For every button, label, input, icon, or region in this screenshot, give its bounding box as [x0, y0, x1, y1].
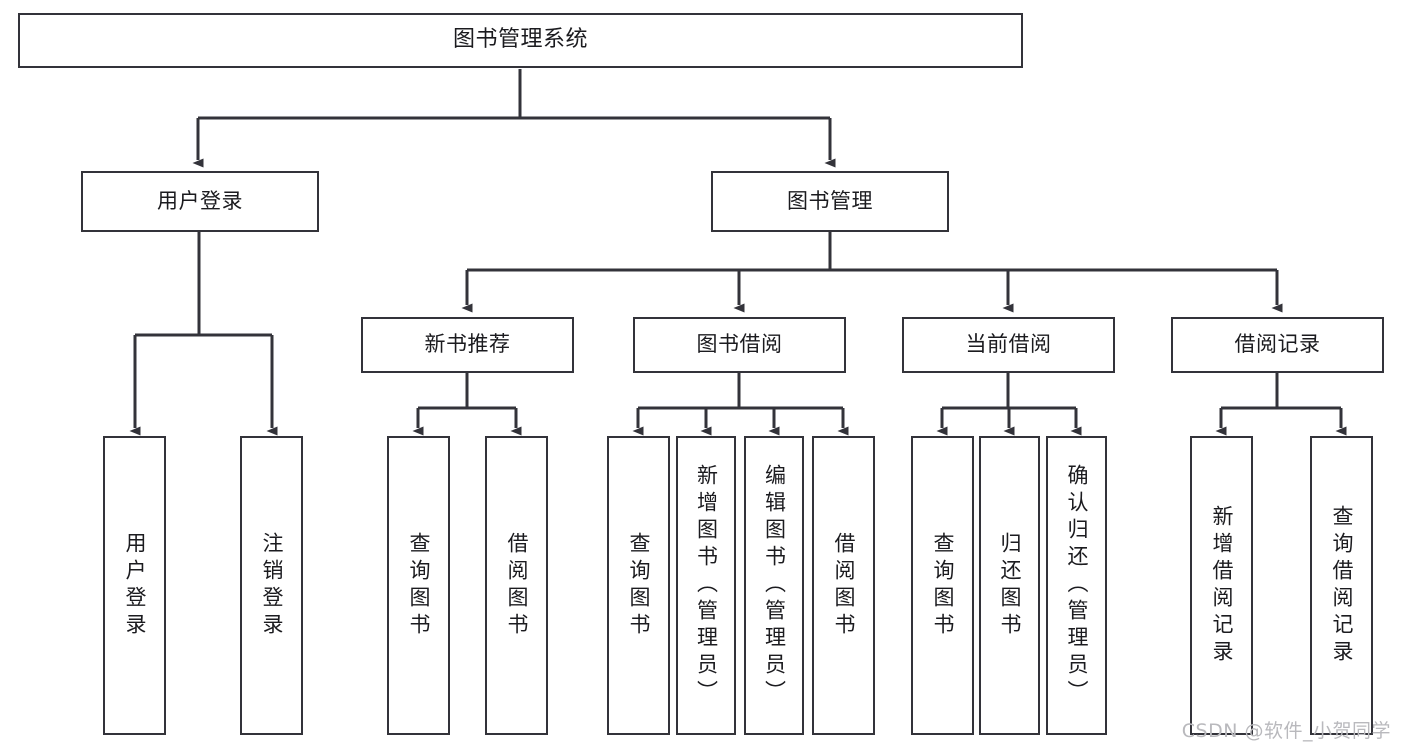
csdn-watermark: CSDN @软件_小贺同学	[1181, 720, 1391, 742]
node-label: 查询图书	[407, 531, 431, 640]
leaf-return-book[interactable]: 归还图书	[979, 436, 1040, 735]
node-label: 图书借阅	[696, 332, 783, 357]
node-label: 查询图书	[931, 531, 955, 640]
node-label: 新书推荐	[424, 332, 511, 357]
node-label: 借阅图书	[832, 531, 856, 640]
node-label: 编辑图书（管理员）	[762, 464, 787, 707]
node-label: 借阅图书	[505, 531, 529, 640]
node-current-borrowing[interactable]: 当前借阅	[902, 317, 1115, 373]
node-new-book-recommendation[interactable]: 新书推荐	[361, 317, 574, 373]
leaf-borrow-book-new-book[interactable]: 借阅图书	[485, 436, 548, 735]
leaf-query-book-current[interactable]: 查询图书	[911, 436, 974, 735]
leaf-confirm-return-admin[interactable]: 确认归还（管理员）	[1046, 436, 1107, 735]
leaf-query-book-new-book[interactable]: 查询图书	[387, 436, 450, 735]
node-label: 用户登录	[157, 188, 243, 213]
node-label: 查询借阅记录	[1330, 504, 1354, 667]
node-label: 借阅记录	[1234, 332, 1321, 357]
node-label: 新增图书（管理员）	[694, 464, 719, 707]
node-label: 查询图书	[627, 531, 651, 640]
node-book-management[interactable]: 图书管理	[711, 171, 949, 232]
node-label: 图书管理系统	[452, 27, 588, 53]
node-label: 归还图书	[998, 531, 1022, 640]
node-label: 新增借阅记录	[1210, 504, 1234, 667]
node-label: 注销登录	[260, 531, 284, 640]
leaf-add-borrow-record[interactable]: 新增借阅记录	[1190, 436, 1253, 735]
node-book-borrowing[interactable]: 图书借阅	[633, 317, 846, 373]
node-borrowing-record[interactable]: 借阅记录	[1171, 317, 1384, 373]
leaf-query-book-borrow[interactable]: 查询图书	[607, 436, 670, 735]
leaf-user-login[interactable]: 用户登录	[103, 436, 166, 735]
node-root-book-management-system[interactable]: 图书管理系统	[18, 13, 1023, 68]
node-label: 用户登录	[123, 531, 147, 640]
node-label: 当前借阅	[965, 332, 1052, 357]
node-label: 图书管理	[787, 188, 873, 213]
node-user-login[interactable]: 用户登录	[81, 171, 319, 232]
node-label: 确认归还（管理员）	[1065, 464, 1089, 707]
leaf-add-book-admin[interactable]: 新增图书（管理员）	[676, 436, 736, 735]
leaf-user-logout[interactable]: 注销登录	[240, 436, 303, 735]
leaf-borrow-book-borrow[interactable]: 借阅图书	[812, 436, 875, 735]
leaf-edit-book-admin[interactable]: 编辑图书（管理员）	[744, 436, 804, 735]
leaf-query-borrow-record[interactable]: 查询借阅记录	[1310, 436, 1373, 735]
